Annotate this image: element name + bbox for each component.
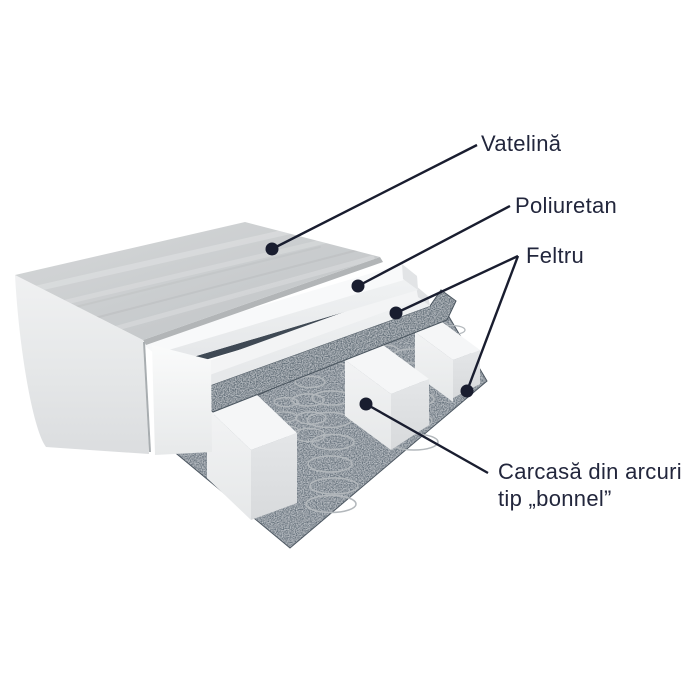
label-carcasa-line1: Carcasă din arcuri [498, 459, 682, 484]
label-carcasa-line2: tip „bonnel” [498, 486, 612, 511]
foam-end-panel [152, 345, 212, 455]
polyurethane-slab-upper [140, 264, 418, 368]
vatelina-anchor-dot [265, 242, 279, 256]
foam-pillar [415, 322, 480, 402]
poliuretan-leader-line [357, 204, 511, 288]
carcasa-anchor-dot [359, 397, 373, 411]
label-carcasa: Carcasă din arcuri tip „bonnel” [498, 458, 682, 512]
vatelina-leader-line [271, 143, 478, 251]
feltru-leader-line-lower [465, 255, 520, 392]
label-feltru: Feltru [526, 243, 585, 268]
label-poliuretan: Poliuretan [515, 193, 618, 218]
label-vatelina: Vatelină [481, 131, 562, 156]
polyurethane-slab-lower [156, 286, 430, 392]
feltru-anchor-dot-lower [460, 384, 474, 398]
carcasa-leader-line [365, 402, 489, 475]
cover-block [15, 222, 383, 454]
poliuretan-anchor-dot [351, 279, 365, 293]
feltru-leader-line-upper [395, 254, 519, 315]
feltru-anchor-dot-upper [389, 306, 403, 320]
